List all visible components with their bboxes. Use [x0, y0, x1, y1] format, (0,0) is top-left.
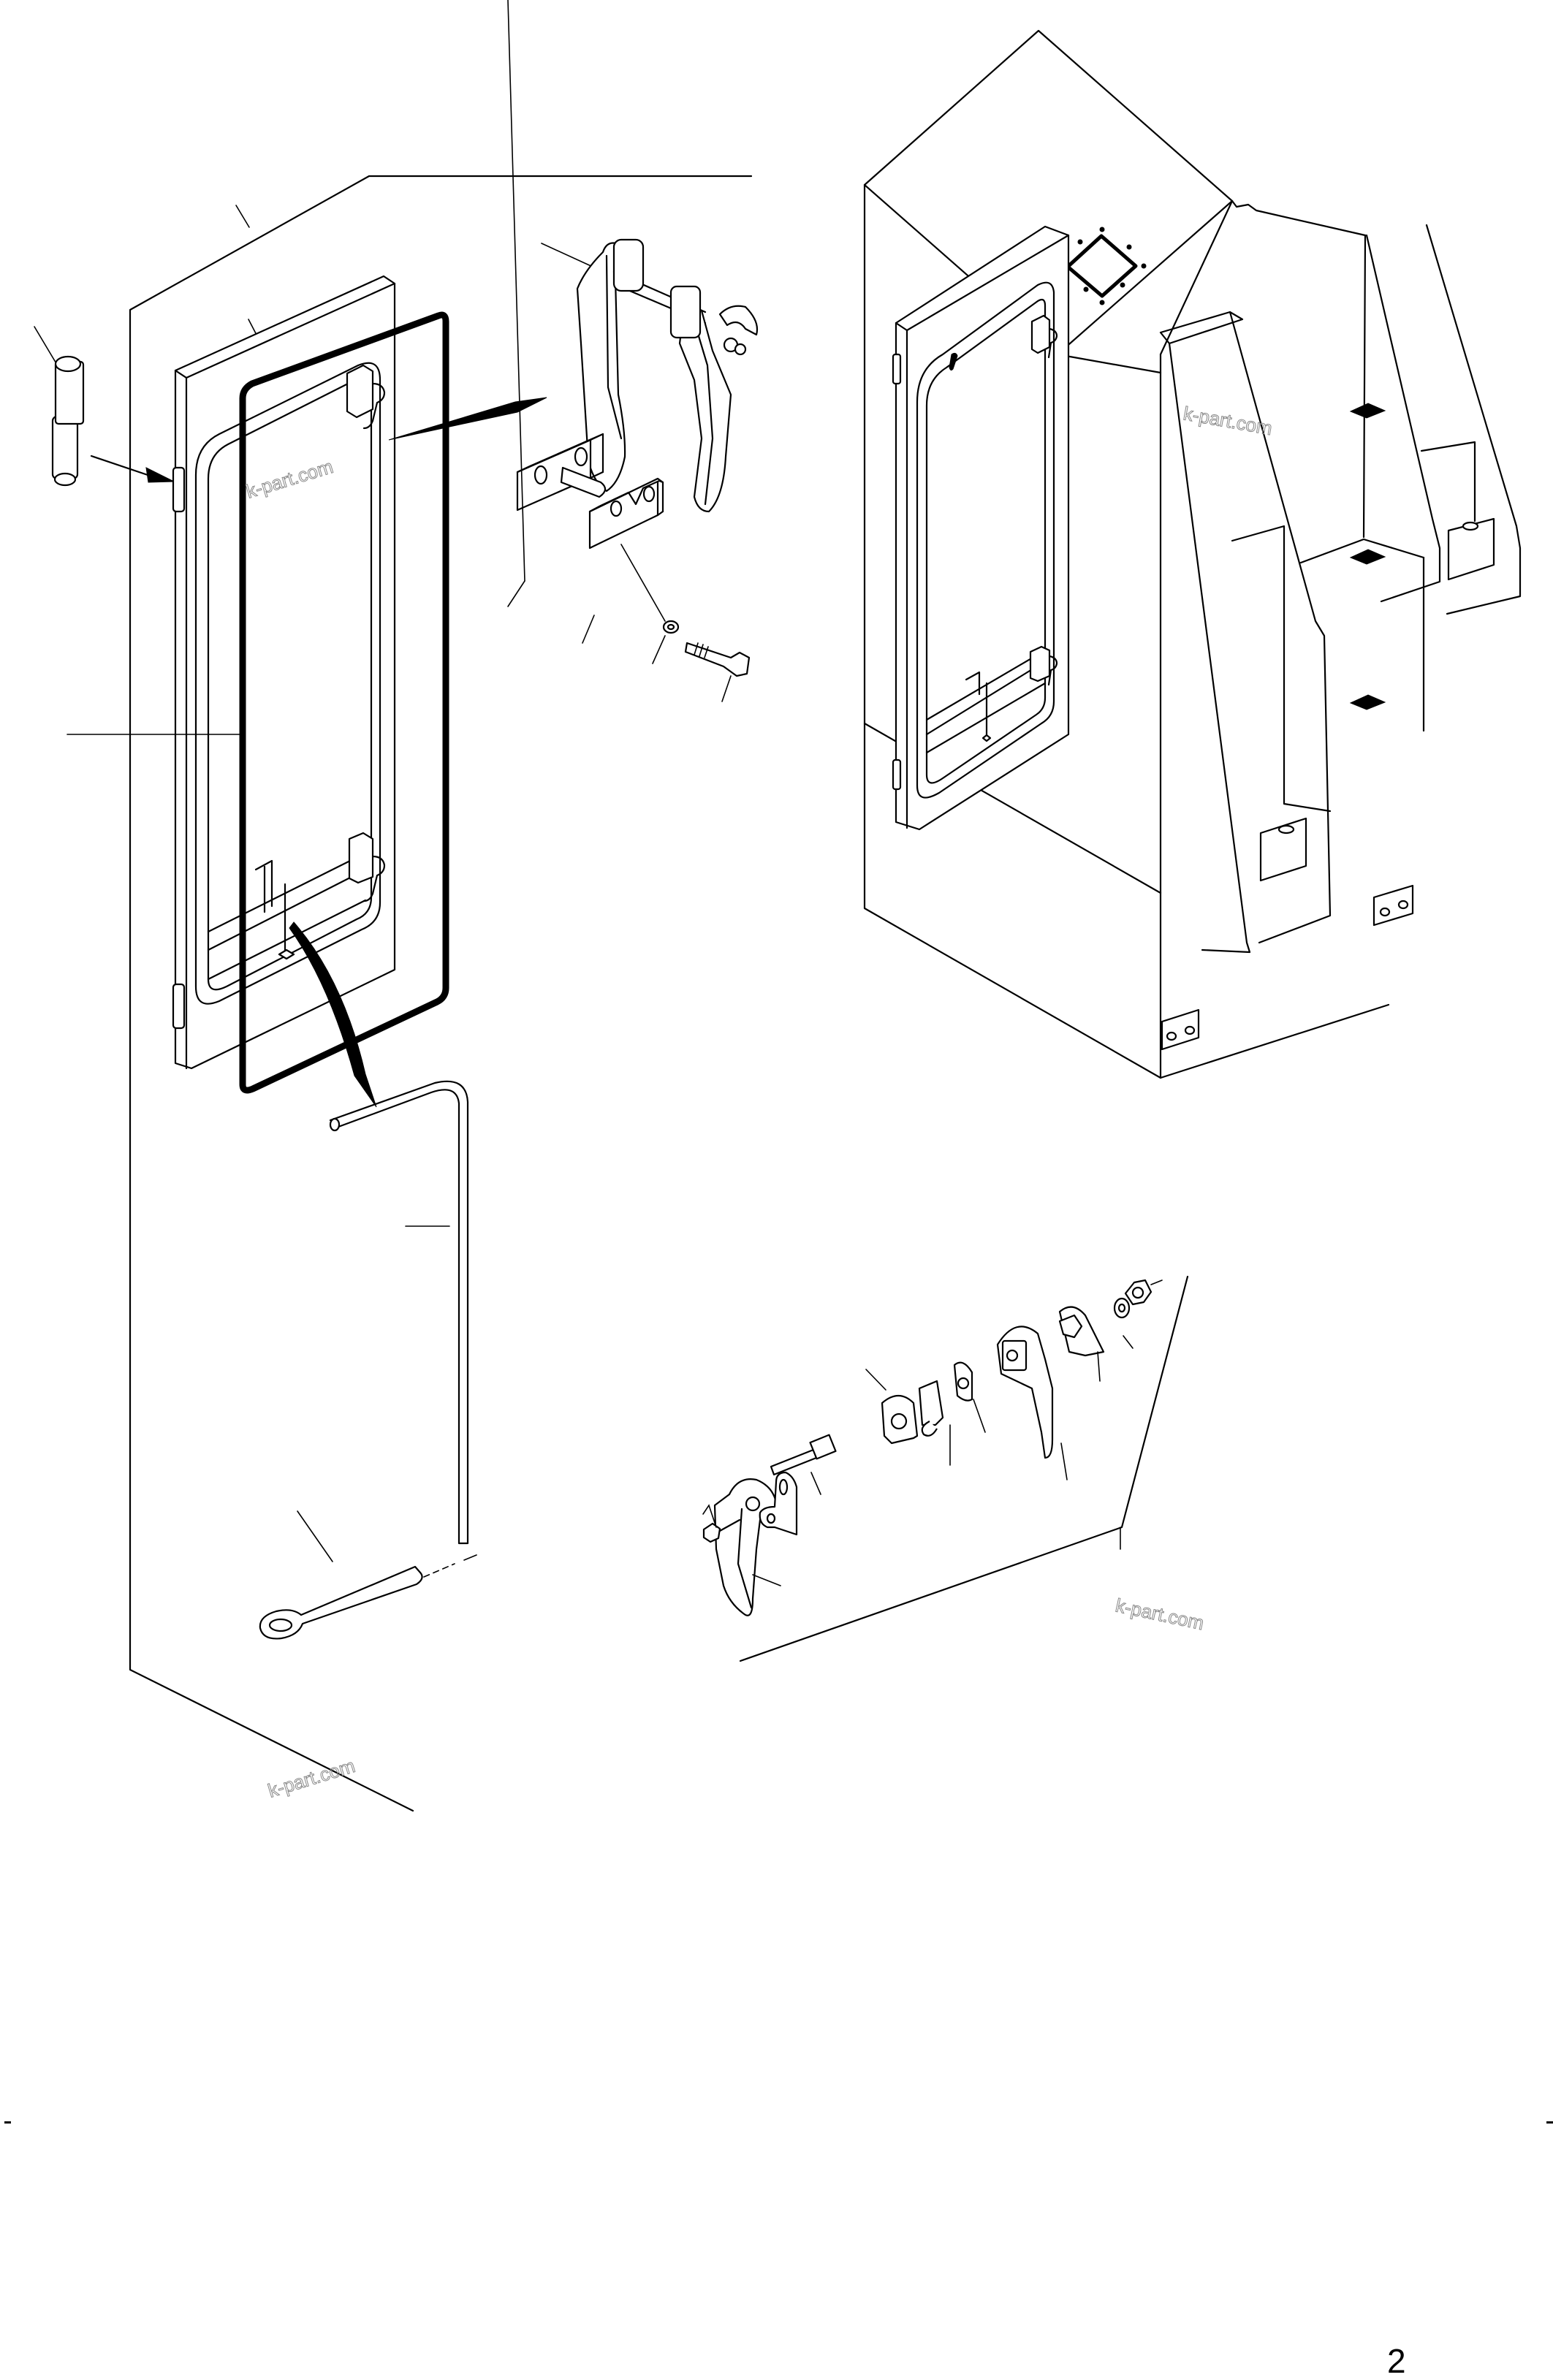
watermark: k-part.com: [1114, 1594, 1206, 1635]
cotter-pin: [259, 1510, 477, 1640]
leader-line: [1123, 1335, 1134, 1349]
arrow-line: [90, 455, 153, 478]
crop-mark-right: [1546, 2121, 1553, 2124]
leader-line: [582, 615, 595, 644]
vent-grille: [1349, 403, 1386, 710]
leader-line: [507, 580, 525, 607]
mounting-panel-outline: [129, 175, 753, 1812]
explode-arrows: [289, 397, 547, 1108]
door-frame: [172, 275, 396, 1070]
leader-line: [973, 1399, 986, 1433]
hinge-pin: [34, 326, 175, 487]
leader-line: [297, 1510, 333, 1562]
hinge-knuckle-lower: [172, 983, 186, 1030]
leader-line: [235, 205, 250, 228]
leader-line: [507, 0, 525, 582]
leader-line: [865, 1369, 886, 1391]
hinge-knuckle-upper: [172, 466, 186, 513]
roof-vent: [1066, 234, 1138, 298]
lock-rod: [329, 1080, 469, 1545]
watermark: k-part.com: [265, 1754, 357, 1802]
leader-line: [810, 1472, 821, 1495]
leader-line: [34, 326, 58, 365]
leader-line: [1060, 1442, 1068, 1480]
leader-line: [1097, 1351, 1101, 1382]
leader-line: [721, 675, 732, 702]
cabinet-body: k-part.com: [863, 29, 1522, 1079]
leader-line: [652, 635, 666, 664]
page-number: 2: [1387, 2342, 1406, 2380]
latch-handle-pair: [541, 238, 759, 513]
leader-line: [541, 243, 595, 268]
leader-line: [752, 1574, 781, 1586]
watermark: k-part.com: [1182, 402, 1274, 439]
crop-mark-left: [4, 2121, 11, 2124]
striker-hardware: [507, 0, 751, 702]
lock-assembly: k-part.com: [702, 1275, 1207, 1662]
